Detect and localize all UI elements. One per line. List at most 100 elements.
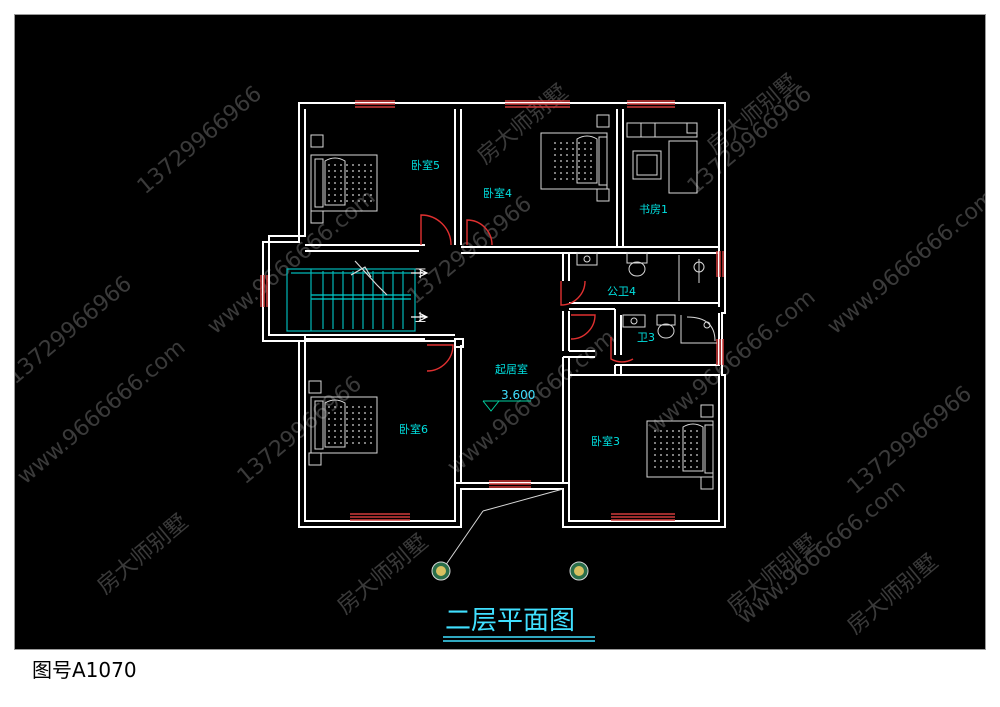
bed-pattern-dot	[328, 424, 330, 426]
toilet-icon	[656, 314, 676, 339]
bed-pattern-dot	[328, 412, 330, 414]
column-lamp-icon	[431, 561, 451, 581]
bed-pattern-dot	[370, 194, 372, 196]
sink-icon	[622, 314, 646, 328]
bed-pattern-dot	[370, 418, 372, 420]
bed-pattern-dot	[328, 200, 330, 202]
room-label-bedroom3: 卧室3	[591, 434, 620, 448]
bed-pattern-dot	[554, 160, 556, 162]
bed-pattern-dot	[584, 166, 586, 168]
staircase	[286, 260, 416, 332]
bed-pattern-dot	[364, 188, 366, 190]
bed-pattern-dot	[334, 170, 336, 172]
bed-pattern-dot	[566, 160, 568, 162]
bed-pattern-dot	[370, 188, 372, 190]
bed-pattern-dot	[334, 188, 336, 190]
bed-pattern-dot	[334, 436, 336, 438]
bed-pattern-dot	[364, 424, 366, 426]
bed-pattern-dot	[590, 172, 592, 174]
bed-pattern-dot	[696, 454, 698, 456]
bed-pattern-dot	[370, 164, 372, 166]
bed-pattern-dot	[654, 442, 656, 444]
shower-icon	[680, 315, 717, 344]
toilet-icon	[626, 252, 648, 277]
watermark-text: www.9666666.com	[643, 285, 821, 440]
bed-pattern-dot	[678, 430, 680, 432]
bed-pattern-dot	[340, 442, 342, 444]
bed-pattern-dot	[340, 424, 342, 426]
room-label-study1: 书房1	[639, 203, 668, 216]
bed-pattern-dot	[370, 182, 372, 184]
bed-pattern-dot	[672, 454, 674, 456]
bed-pattern-dot	[684, 460, 686, 462]
bed-pattern-dot	[554, 148, 556, 150]
bed-pattern-dot	[566, 142, 568, 144]
stair-down-label: 下	[415, 267, 426, 280]
stair-up-label: 上	[415, 311, 426, 324]
bed-pattern-dot	[364, 182, 366, 184]
bed-pattern-dot	[352, 424, 354, 426]
drawing-code: 图号A1070	[32, 658, 137, 682]
bed-pattern-dot	[660, 448, 662, 450]
room-label-public-bath4: 公卫4	[607, 285, 636, 298]
bed-pattern-dot	[352, 182, 354, 184]
watermark-text: 13729966966	[133, 81, 267, 199]
bed-pattern-dot	[690, 436, 692, 438]
bed-pattern-dot	[358, 430, 360, 432]
bed-pattern-dot	[340, 164, 342, 166]
bed-pattern-dot	[370, 200, 372, 202]
bed-icon	[646, 404, 714, 490]
bed-pattern-dot	[346, 424, 348, 426]
bed-pattern-dot	[358, 188, 360, 190]
bed-pattern-dot	[364, 164, 366, 166]
bed-pattern-dot	[364, 442, 366, 444]
bed-pattern-dot	[352, 188, 354, 190]
bed-pattern-dot	[584, 160, 586, 162]
bed-pattern-dot	[560, 142, 562, 144]
room-label-bedroom5: 卧室5	[411, 158, 440, 172]
bed-pattern-dot	[358, 170, 360, 172]
bed-pattern-dot	[590, 148, 592, 150]
bed-pattern-dot	[364, 200, 366, 202]
bed-pattern-dot	[340, 170, 342, 172]
bed-pattern-dot	[560, 172, 562, 174]
bed-pattern-dot	[346, 200, 348, 202]
room-label-living: 起居室	[495, 362, 528, 376]
bed-pattern-dot	[690, 460, 692, 462]
bed-pattern-dot	[590, 160, 592, 162]
bed-pattern-dot	[572, 148, 574, 150]
bed-pattern-dot	[696, 430, 698, 432]
bed-pattern-dot	[584, 178, 586, 180]
bed-pattern-dot	[690, 430, 692, 432]
bed-pattern-dot	[328, 442, 330, 444]
bed-pattern-dot	[696, 448, 698, 450]
bed-pattern-dot	[334, 424, 336, 426]
bed-pattern-dot	[696, 442, 698, 444]
bed-pattern-dot	[560, 154, 562, 156]
bed-pattern-dot	[684, 442, 686, 444]
bed-pattern-dot	[334, 412, 336, 414]
bed-pattern-dot	[340, 188, 342, 190]
bed-pattern-dot	[554, 154, 556, 156]
title-underline	[443, 636, 595, 642]
bed-pattern-dot	[346, 170, 348, 172]
bed-pattern	[328, 142, 698, 468]
bed-pattern-dot	[334, 418, 336, 420]
bed-pattern-dot	[334, 164, 336, 166]
bed-pattern-dot	[660, 436, 662, 438]
bed-pattern-dot	[572, 160, 574, 162]
bed-pattern-dot	[578, 166, 580, 168]
bed-pattern-dot	[690, 466, 692, 468]
bed-pattern-dot	[590, 154, 592, 156]
bed-pattern-dot	[666, 454, 668, 456]
bed-pattern-dot	[370, 406, 372, 408]
bed-pattern-dot	[560, 148, 562, 150]
bed-pattern-dot	[352, 412, 354, 414]
bed-icon	[308, 380, 378, 466]
bed-pattern-dot	[584, 142, 586, 144]
bed-pattern-dot	[358, 176, 360, 178]
bed-pattern-dot	[554, 142, 556, 144]
windows	[260, 100, 724, 521]
bed-pattern-dot	[328, 436, 330, 438]
bed-pattern-dot	[578, 148, 580, 150]
